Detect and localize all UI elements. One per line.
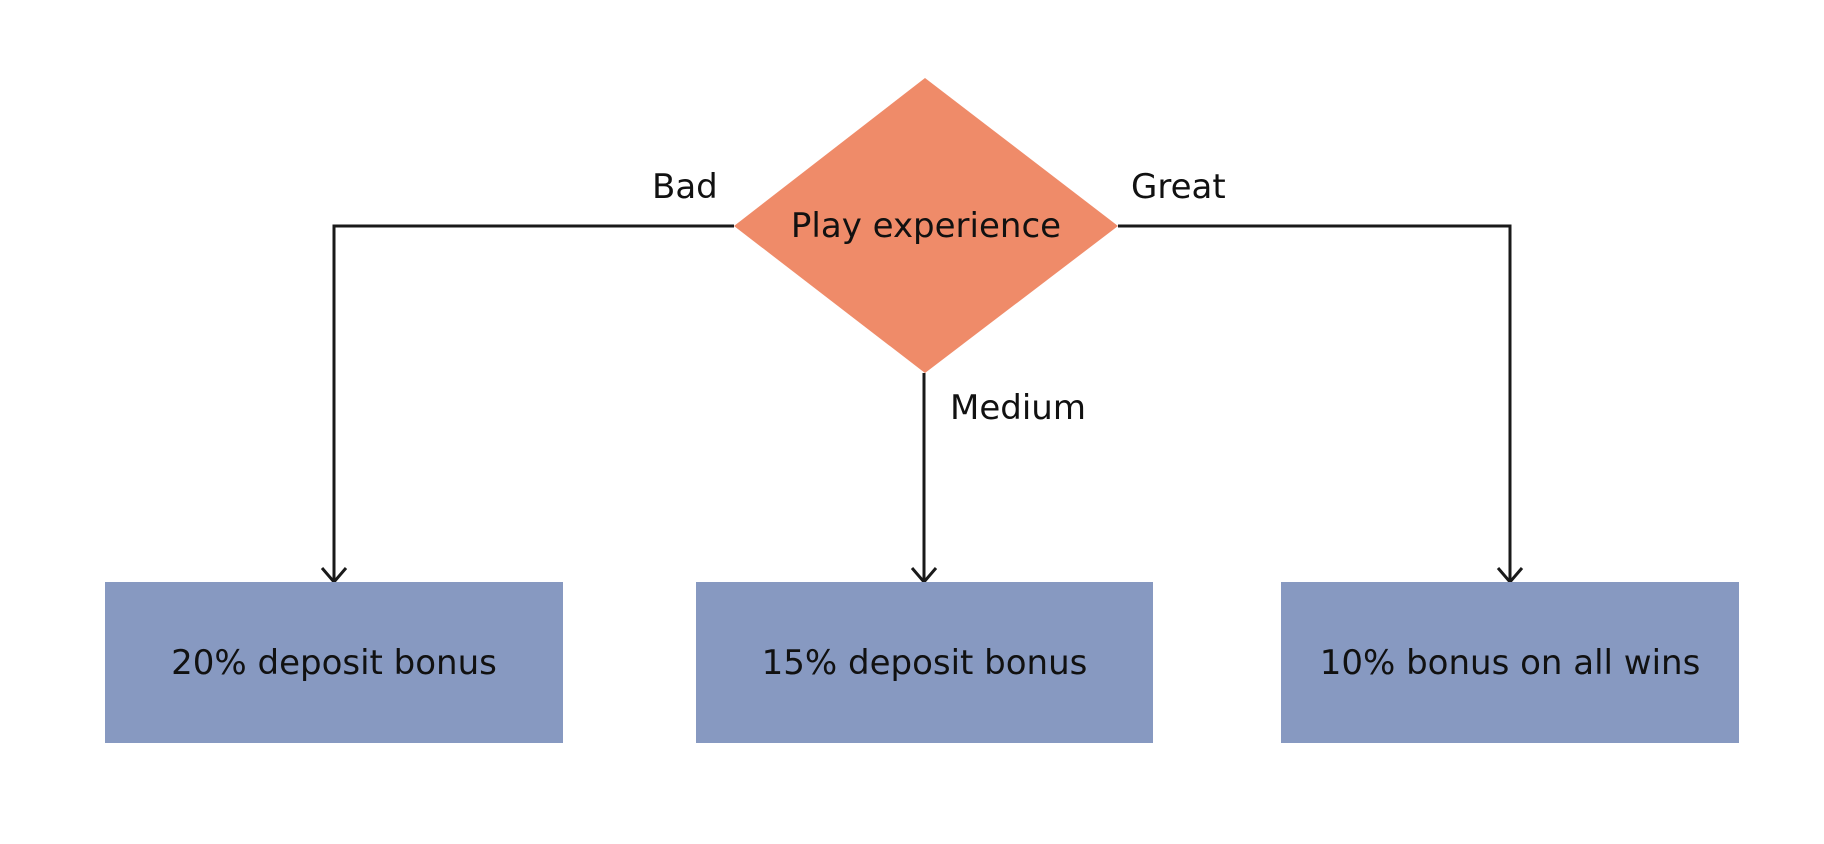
outcome-box-middle-shape [696,582,1153,743]
outcome-box-right-shape [1281,582,1739,743]
branch-label-bad: Bad [652,167,718,207]
outcome-label-left: 20% deposit bonus [171,642,497,683]
outcome-label-middle: 15% deposit bonus [761,642,1088,683]
connector-bad [332,224,734,580]
branch-label-great: Great [1131,167,1226,207]
connector-great [1118,224,1512,580]
outcome-box-left: 20% deposit bonus [105,582,563,743]
outcome-label-right: 10% bonus on all wins [1319,642,1701,683]
outcome-box-right: 10% bonus on all wins [1281,582,1739,743]
decision-diamond [734,78,1118,373]
decision-label: Play experience [790,206,1062,246]
outcome-box-left-shape [105,582,563,743]
branch-label-medium: Medium [950,388,1086,428]
decision-node: Play experience [734,196,1118,256]
outcome-box-middle: 15% deposit bonus [696,582,1153,743]
